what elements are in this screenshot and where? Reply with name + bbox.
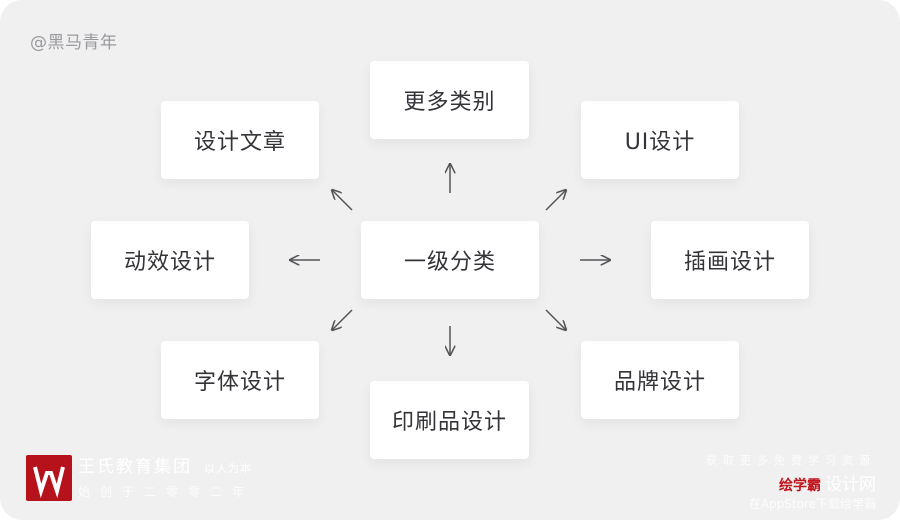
node-more-categories: 更多类别 [370,61,529,139]
node-print-design: 印刷品设计 [370,381,529,459]
wangshi-logo-icon [26,455,72,501]
node-font-design: 字体设计 [161,341,319,419]
arrow-down-left [332,309,353,330]
node-illustration-design: 插画设计 [651,221,809,299]
wangshi-logo-text: 王氏教育集团以人为本 始创于二零零二年 [78,452,254,500]
arrow-up-right [545,190,566,211]
org-name: 王氏教育集团 [78,457,192,477]
node-ui-design: UI设计 [581,101,739,179]
node-design-articles: 设计文章 [161,101,319,179]
author-credit: @黑马青年 [30,33,118,53]
arrow-down-right [545,309,566,330]
org-tagline: 以人为本 [204,462,252,475]
node-primary-category: 一级分类 [361,221,539,299]
org-subline: 始创于二零零二年 [78,485,255,499]
watermark-site-name: 设计网 [825,475,876,495]
node-brand-design: 品牌设计 [581,341,739,419]
node-motion-design: 动效设计 [91,221,249,299]
watermark-brand: 绘学霸 [779,478,821,494]
watermark-bottom-line: 在AppStore下载绘学霸 [748,497,876,511]
arrow-up-left [332,190,353,211]
huixueba-watermark: 获取更多免费学习资源 绘学霸设计网 在AppStore下载绘学霸 [706,452,876,512]
watermark-top-line: 获取更多免费学习资源 [706,454,876,467]
